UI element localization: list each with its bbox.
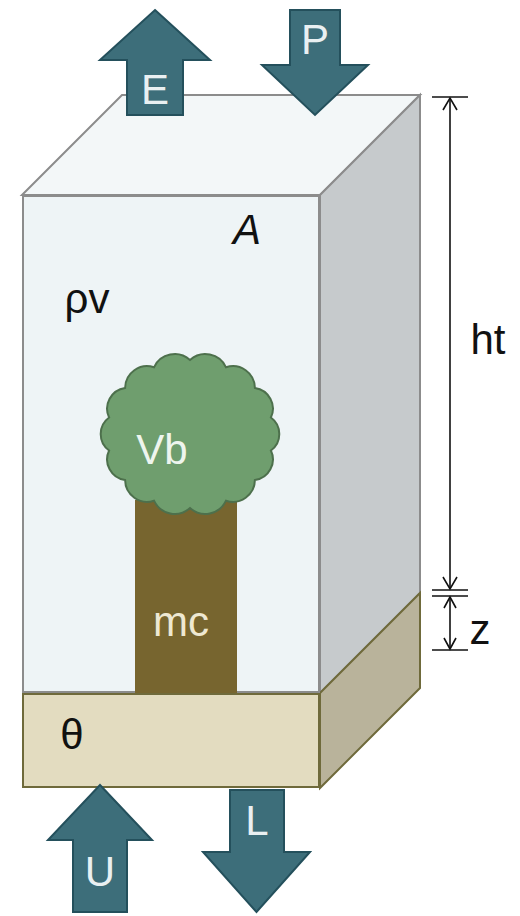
soil-layer: θ <box>22 693 320 788</box>
air-volume-box: AρvVb mc <box>22 195 320 693</box>
arrow-shape <box>100 10 210 115</box>
evaporation-arrow: E <box>100 10 210 115</box>
symbol-label: P <box>301 19 329 61</box>
tree-trunk: mc <box>135 500 237 693</box>
symbol-label: L <box>245 800 268 842</box>
leakage-arrow: L <box>203 790 310 912</box>
dimension-label: z <box>470 609 491 651</box>
arrow-shape <box>203 790 310 912</box>
symbol-label: E <box>141 69 169 111</box>
symbol-label: A <box>233 209 261 251</box>
tree-crown: Vb <box>95 348 285 520</box>
soil-side-face <box>320 593 420 788</box>
symbol-label: U <box>85 851 115 893</box>
arrow-shape <box>262 10 368 115</box>
symbol-label: θ <box>60 714 83 756</box>
dimension-label: ht <box>470 319 505 361</box>
crown-outline <box>95 348 285 520</box>
uptake-arrow: U <box>48 785 152 912</box>
dimension-z <box>432 596 468 650</box>
symbol-label: Vb <box>136 429 187 471</box>
side-face <box>320 95 420 693</box>
symbol-label: ρv <box>65 278 110 320</box>
precipitation-arrow: P <box>262 10 368 115</box>
dimension-ht <box>432 97 468 590</box>
crown-shape <box>101 354 280 514</box>
symbol-label: mc <box>153 601 209 643</box>
arrow-shape <box>48 785 152 912</box>
